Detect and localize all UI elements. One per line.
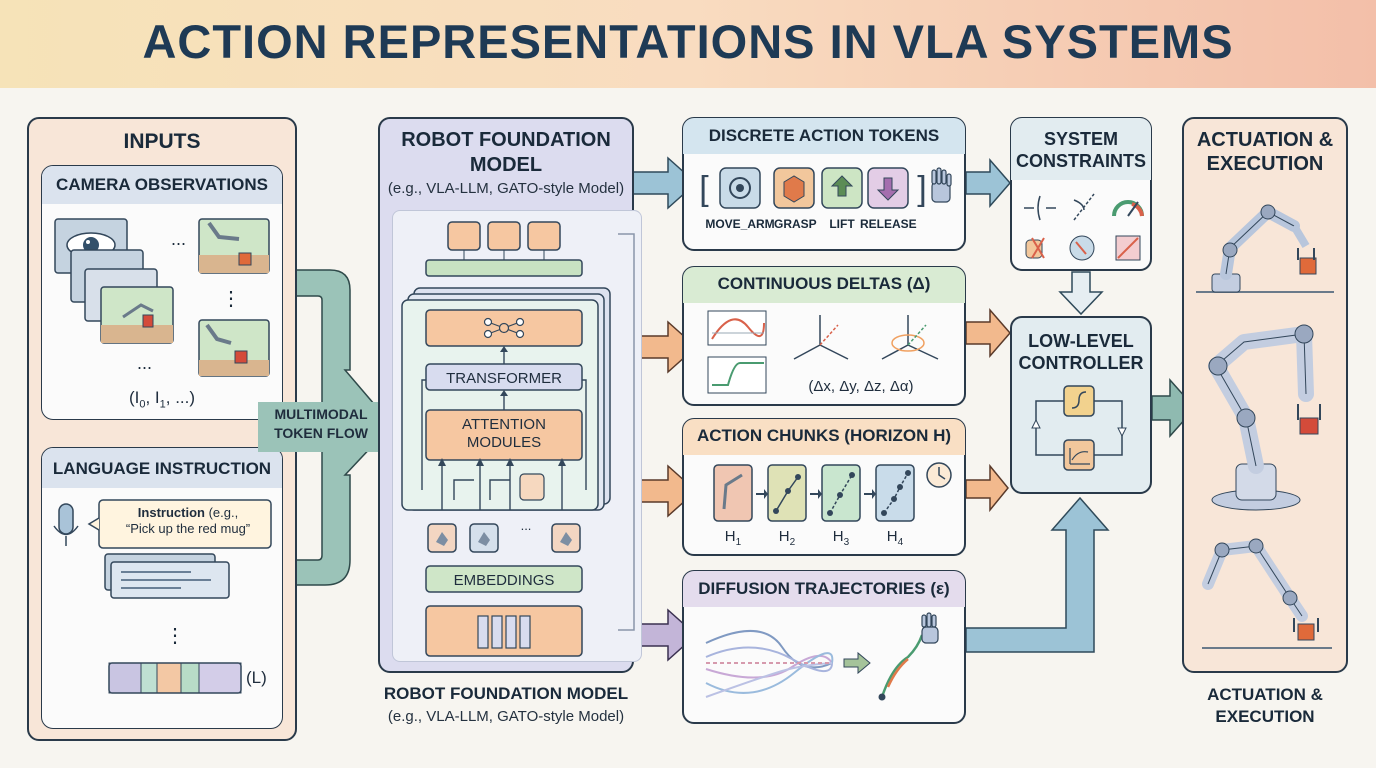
token-label-release: RELEASE bbox=[860, 217, 917, 231]
continuous-header-bg bbox=[683, 267, 965, 303]
camera-frames: ... ⋮ ... bbox=[54, 218, 270, 377]
velocity-icon bbox=[1073, 193, 1095, 221]
continuous-header: CONTINUOUS DELTAS (Δ) bbox=[717, 274, 931, 293]
title-banner bbox=[0, 0, 1376, 88]
response-block bbox=[1063, 439, 1095, 471]
gauge-icon bbox=[1112, 200, 1144, 217]
upload-icon bbox=[830, 175, 854, 197]
network-icon bbox=[483, 317, 525, 339]
foundation-footer-title: ROBOT FOUNDATION MODEL bbox=[383, 684, 629, 703]
instruction-text: Instruction (e.g.,“Pick up the red mug” bbox=[125, 505, 251, 536]
camera-ellipsis-top: ... bbox=[171, 229, 186, 249]
embeddings-block bbox=[425, 565, 583, 593]
svg-text:]: ] bbox=[917, 170, 926, 208]
chunks-header: ACTION CHUNKS (HORIZON H) bbox=[696, 426, 952, 445]
flow-label-bg bbox=[258, 402, 384, 452]
arrow-chunks-to-controller bbox=[965, 463, 1009, 513]
inputs-header: INPUTS bbox=[123, 130, 201, 153]
model-ellipsis: ... bbox=[520, 518, 532, 533]
robot-arm-icon-1 bbox=[1196, 204, 1334, 293]
constraints-header-bg bbox=[1011, 118, 1151, 180]
axes-icon-1 bbox=[793, 315, 849, 360]
actuation-header: ACTUATION &EXECUTION bbox=[1196, 129, 1334, 175]
discrete-header: DISCRETE ACTION TOKENS bbox=[708, 126, 940, 145]
chunk-h4 bbox=[875, 464, 915, 522]
robot-hand-icon-2 bbox=[921, 612, 939, 644]
robot-arm-icon-2 bbox=[1208, 324, 1321, 511]
svg-text:[: [ bbox=[699, 170, 709, 208]
chunk-label-h2: H2 bbox=[778, 528, 796, 548]
camera-ellipsis-bottom: ... bbox=[137, 353, 152, 373]
gear-icon bbox=[729, 177, 751, 199]
continuous-graphics bbox=[707, 310, 939, 394]
delta-plot-1 bbox=[707, 310, 767, 346]
token-label-move-arm: MOVE_ARM bbox=[705, 217, 775, 231]
camera-sequence-label: (I0, I1, ...) bbox=[128, 388, 196, 411]
arrow-discrete-to-constraints bbox=[965, 157, 1011, 209]
joint-limit-icon bbox=[1024, 195, 1056, 221]
workspace-limit-icon bbox=[1115, 235, 1141, 261]
discrete-tokens: [ ] bbox=[699, 167, 952, 209]
language-vdots: ⋮ bbox=[165, 625, 185, 647]
actuation-footer: ACTUATION &EXECUTION bbox=[1207, 685, 1323, 726]
controller-loop bbox=[1031, 385, 1127, 471]
diffusion-arrow bbox=[843, 651, 871, 675]
diffusion-header-bg bbox=[683, 571, 965, 607]
arrow-continuous-to-controller bbox=[965, 307, 1011, 359]
camera-header: CAMERA OBSERVATIONS bbox=[56, 175, 268, 194]
camera-header-bg bbox=[42, 166, 282, 204]
camera-vdots: ⋮ bbox=[221, 288, 241, 310]
output-token-2 bbox=[487, 221, 521, 251]
robot-hand-icon bbox=[931, 167, 952, 203]
output-token-1 bbox=[447, 221, 481, 251]
output-token-3 bbox=[527, 221, 561, 251]
token-label-grasp: GRASP bbox=[774, 217, 817, 231]
safety-hand-icon bbox=[1025, 237, 1045, 259]
foundation-subtitle: (e.g., VLA-LLM, GATO-style Model) bbox=[387, 180, 625, 197]
page-title: ACTION REPRESENTATIONS IN VLA SYSTEMS bbox=[142, 15, 1234, 68]
collision-icon bbox=[1069, 235, 1095, 261]
microphone-icon bbox=[58, 503, 74, 535]
axes-icon-2 bbox=[881, 315, 939, 360]
chunks-graphics bbox=[713, 462, 952, 522]
delta-formula: (Δx, Δy, Δz, Δα) bbox=[808, 378, 914, 395]
cube-icon bbox=[783, 175, 805, 203]
denoised-trajectory bbox=[880, 634, 924, 698]
robot-arm-icon-3 bbox=[1202, 538, 1332, 649]
attention-sub-icon bbox=[519, 473, 545, 501]
robot-arms bbox=[1196, 204, 1334, 649]
diffusion-curves bbox=[705, 630, 834, 698]
discrete-header-bg bbox=[683, 118, 965, 154]
chunk-h1 bbox=[713, 464, 753, 522]
token-label-lift: LIFT bbox=[829, 217, 855, 231]
arrow-constraints-to-controller bbox=[1058, 271, 1104, 316]
chunks-header-bg bbox=[683, 419, 965, 455]
diffusion-graphics bbox=[705, 612, 939, 701]
diffusion-header: DIFFUSION TRAJECTORIES (ε) bbox=[698, 579, 950, 598]
input-token-block bbox=[425, 605, 583, 657]
arrow-diffusion-to-controller bbox=[965, 496, 1110, 653]
language-header-bg bbox=[42, 448, 282, 488]
foundation-footer-subtitle: (e.g., VLA-LLM, GATO-style Model) bbox=[387, 708, 625, 725]
model-architecture bbox=[401, 221, 635, 657]
language-token-bar bbox=[108, 662, 242, 694]
output-head-bar bbox=[425, 259, 583, 277]
chunk-label-h3: H3 bbox=[832, 528, 850, 548]
constraints-icons bbox=[1024, 193, 1144, 261]
language-token-label: (L) bbox=[246, 668, 267, 687]
download-icon bbox=[876, 177, 900, 201]
transformer-label: TRANSFORMER bbox=[446, 370, 562, 387]
chunk-label-h4: H4 bbox=[886, 528, 904, 548]
embeddings-label: EMBEDDINGS bbox=[453, 572, 555, 589]
language-header: LANGUAGE INSTRUCTION bbox=[52, 459, 272, 478]
chunk-label-h1: H1 bbox=[724, 528, 742, 548]
language-graphics: ⋮ bbox=[53, 499, 272, 694]
